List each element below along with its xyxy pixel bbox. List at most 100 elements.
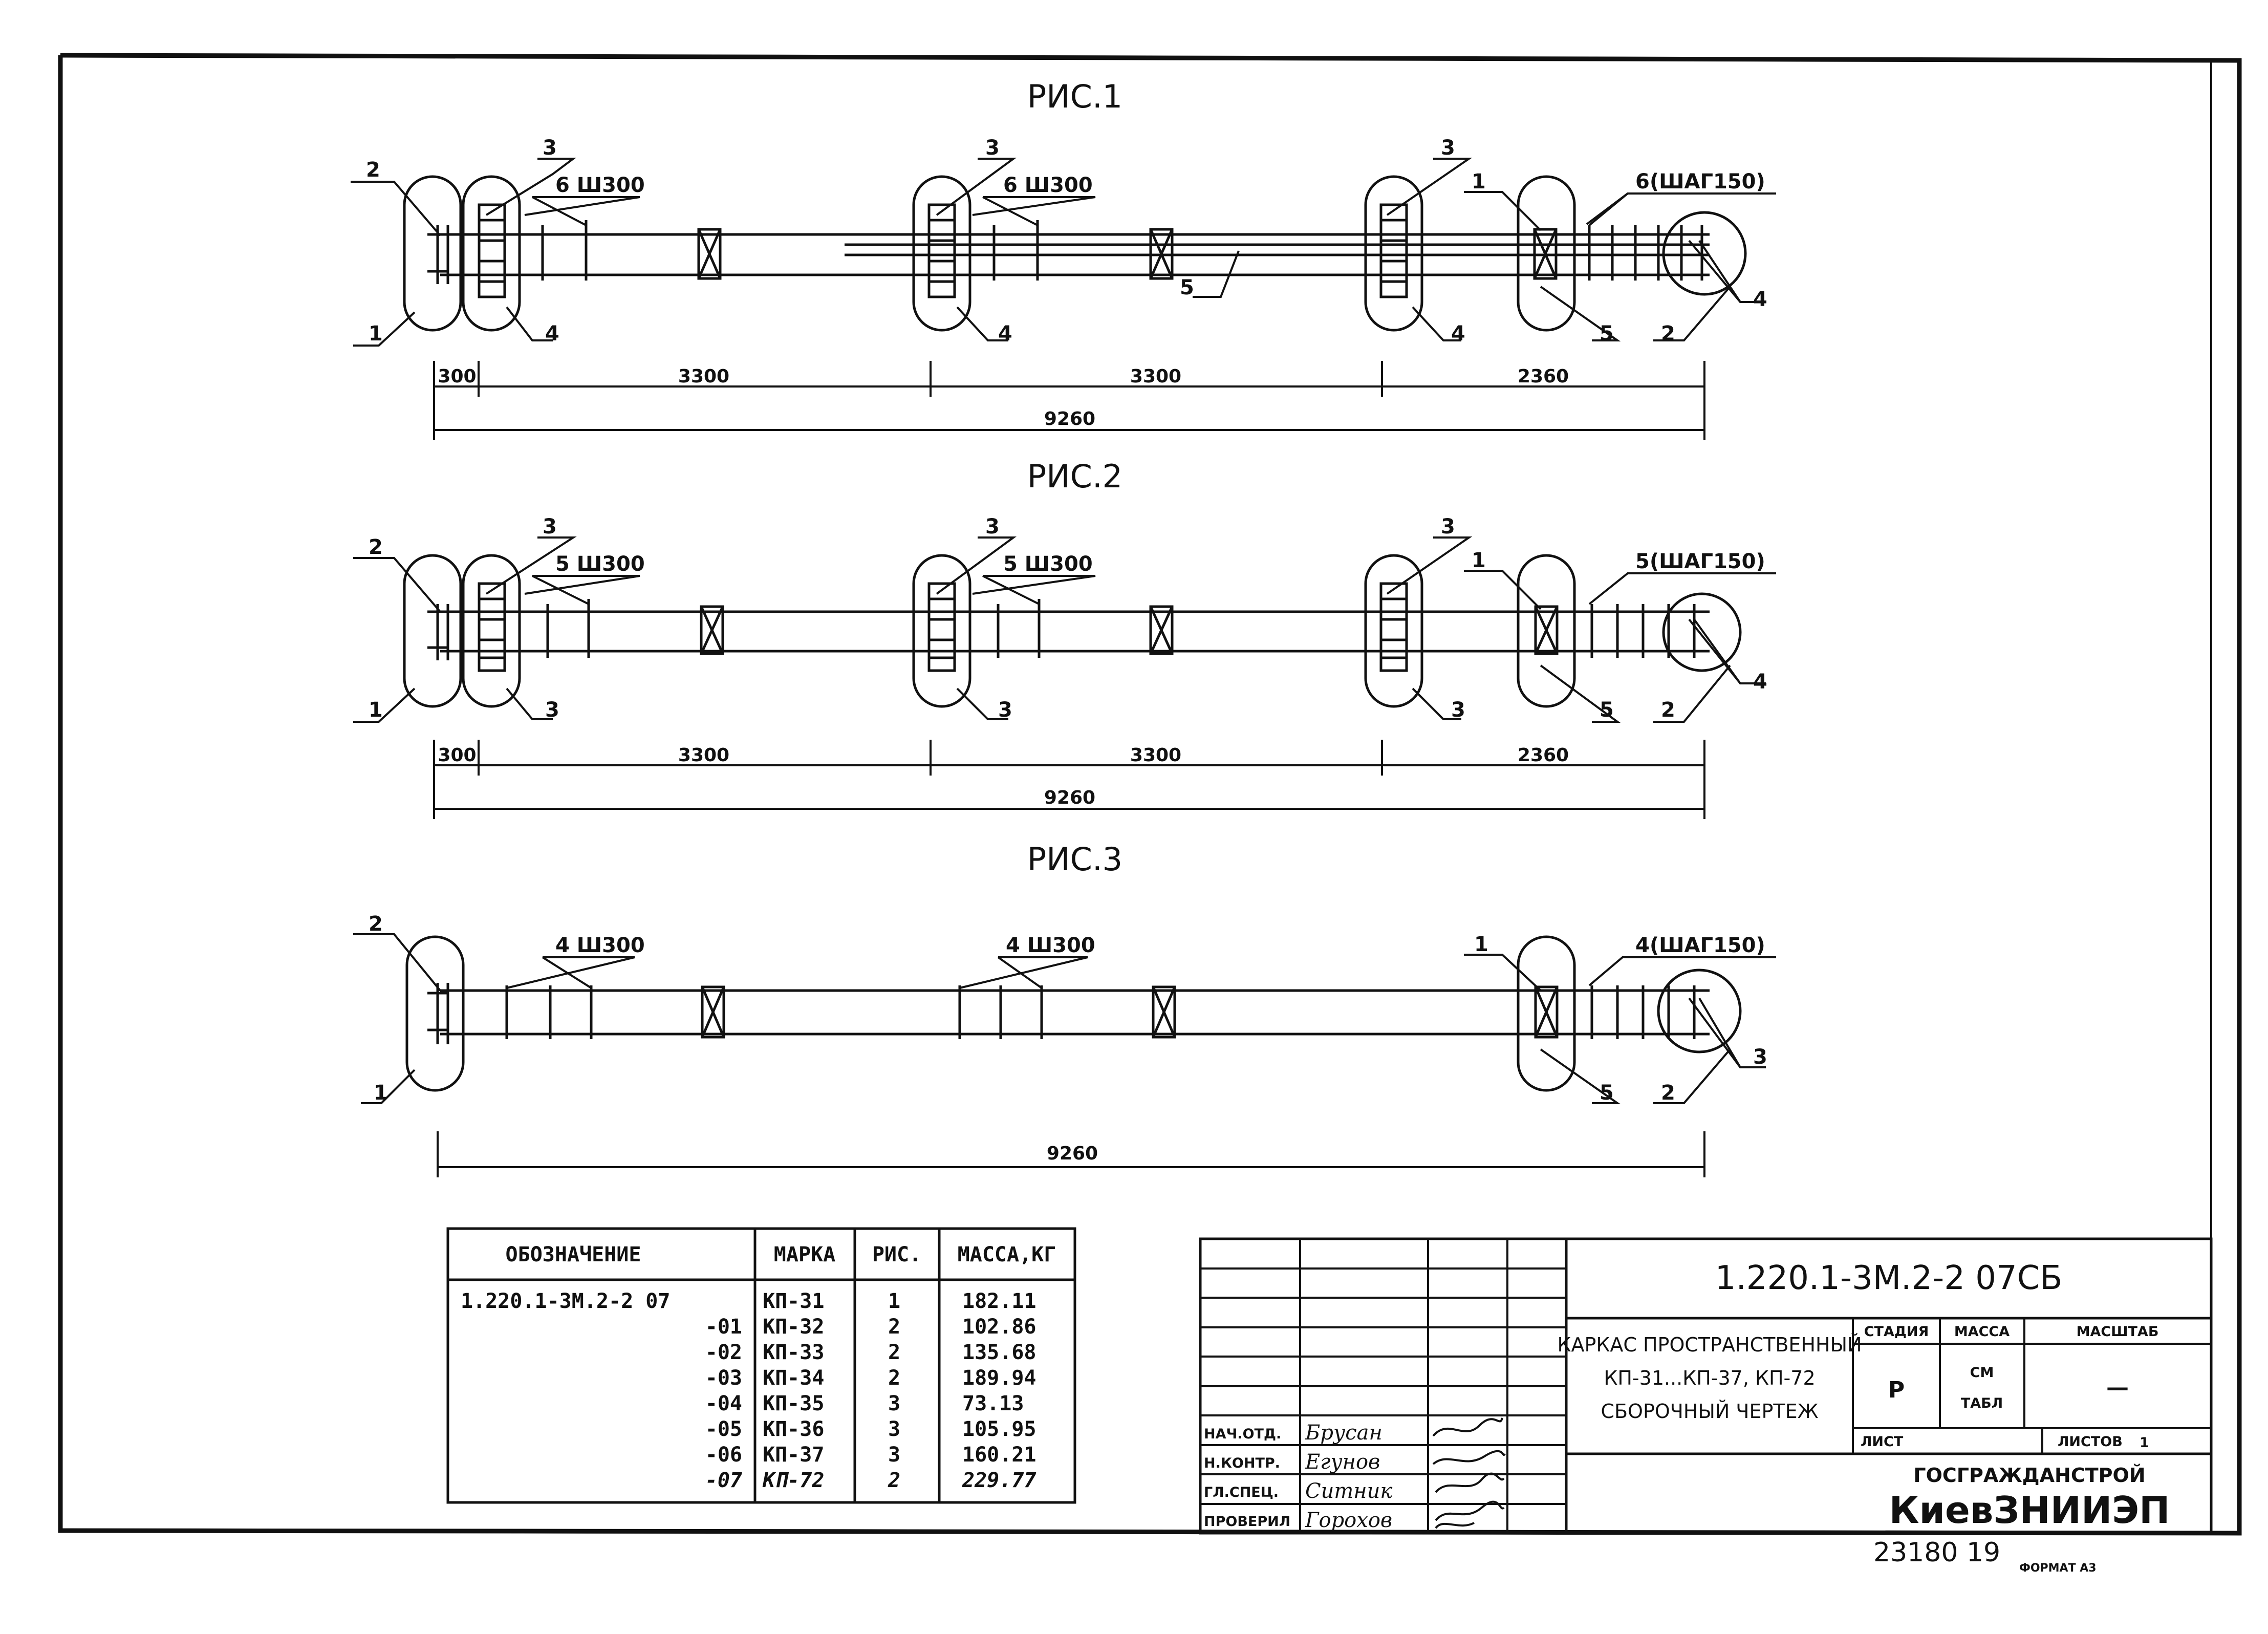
- spec-row-6-mark: КП-36: [763, 1417, 824, 1441]
- drawing-code: 1.220.1-3М.2-2 07СБ: [1715, 1259, 2063, 1297]
- fig2-callout-4-right: 4: [1753, 670, 1767, 694]
- spec-header-designation: ОБОЗНАЧЕНИЕ: [506, 1243, 641, 1266]
- spec-row-6-figure: 3: [888, 1417, 900, 1441]
- figure-2: РИС.2: [353, 458, 1776, 819]
- fig3-callout-2b: 2: [1661, 1081, 1675, 1105]
- fig2-callout-5: 5: [1600, 698, 1614, 722]
- sheets-label: ЛИСТОВ: [2058, 1434, 2123, 1450]
- fig1-callout-3c: 3: [1441, 136, 1455, 160]
- drawing-name-line-3: СБОРОЧНЫЙ ЧЕРТЕЖ: [1601, 1400, 1818, 1423]
- drawing-name-line-2: КП-31...КП-37, КП-72: [1604, 1367, 1815, 1389]
- spec-row-3-figure: 2: [888, 1341, 900, 1364]
- signature-1: [1432, 1417, 1503, 1437]
- fig1-callout-4a: 4: [545, 322, 559, 346]
- fig1-callout-1-left: 1: [369, 322, 383, 346]
- fig1-dim-2: 3300: [678, 366, 729, 387]
- spec-row-5-mark: КП-35: [763, 1392, 824, 1415]
- fig2-callout-3a: 3: [543, 515, 557, 539]
- spec-row-2-designation: -01: [705, 1315, 742, 1339]
- spec-row-2-mark: КП-32: [763, 1315, 824, 1339]
- fig2-callout-3b: 3: [985, 515, 1000, 539]
- fig1-dim-1: 300: [438, 366, 476, 387]
- fig1-callout-1-right: 1: [1472, 170, 1486, 193]
- scale-value: —: [2106, 1374, 2129, 1401]
- sign-role-4: ПРОВЕРИЛ: [1204, 1514, 1290, 1530]
- fig3-callout-3: 3: [1753, 1045, 1767, 1069]
- fig3-bar-right: 4(ШАГ150): [1635, 934, 1765, 957]
- spec-row-8-mass: 229.77: [962, 1469, 1036, 1492]
- scale-label: МАСШТАБ: [2077, 1324, 2159, 1340]
- fig1-callout-4c: 4: [1451, 322, 1465, 346]
- spec-row-2-mass: 102.86: [962, 1315, 1036, 1339]
- fig2-callout-3f: 3: [1451, 698, 1465, 722]
- fig2-dim-2: 3300: [678, 745, 729, 766]
- spec-row-1-mark: КП-31: [763, 1289, 824, 1313]
- title-block: НАЧ.ОТД. Брусан Н.КОНТР. Егунов ГЛ.СПЕЦ.…: [1199, 1237, 2213, 1535]
- fig3-bar-mid: 4 Ш300: [1006, 934, 1095, 957]
- figure-1: РИС.1: [351, 78, 1776, 440]
- fig1-callout-3b: 3: [985, 136, 1000, 160]
- fig3-callout-5: 5: [1600, 1081, 1614, 1105]
- spec-header-mass: МАССА,КГ: [958, 1243, 1056, 1266]
- spec-row-7-designation: -06: [705, 1443, 742, 1467]
- spec-row-3-mass: 135.68: [962, 1341, 1036, 1364]
- spec-row-7-mark: КП-37: [763, 1443, 824, 1467]
- spec-row-6-mass: 105.95: [962, 1417, 1036, 1441]
- fig3-callout-2: 2: [369, 912, 383, 936]
- spec-row-8-designation: -07: [705, 1469, 742, 1492]
- spec-row-3-mark: КП-33: [763, 1341, 824, 1364]
- spec-row-7-figure: 3: [888, 1443, 900, 1467]
- fig2-callout-1-right: 1: [1472, 549, 1486, 572]
- fig1-dim-3: 3300: [1130, 366, 1181, 387]
- fig2-callout-2b: 2: [1661, 698, 1675, 722]
- stage-value: Р: [1888, 1377, 1905, 1403]
- fig2-bar-mid: 5 Ш300: [1003, 552, 1093, 576]
- fig3-callout-1-left: 1: [374, 1081, 388, 1105]
- fig2-callout-3c: 3: [1441, 515, 1455, 539]
- figure-1-title: РИС.1: [1027, 78, 1122, 115]
- spec-row-8-figure: 2: [888, 1469, 900, 1492]
- sign-name-1: Брусан: [1305, 1421, 1383, 1445]
- fig1-callout-4b: 4: [998, 322, 1012, 346]
- spec-row-2-figure: 2: [888, 1315, 900, 1339]
- figure-3-title: РИС.3: [1027, 841, 1122, 878]
- figure-2-title: РИС.2: [1027, 458, 1122, 495]
- fig1-bar-right: 6(ШАГ150): [1635, 170, 1765, 193]
- fig2-dim-4: 2360: [1518, 745, 1569, 766]
- spec-row-6-designation: -05: [705, 1417, 742, 1441]
- spec-row-4-figure: 2: [888, 1366, 900, 1390]
- spec-row-1-figure: 1: [888, 1289, 900, 1313]
- spec-row-1-designation: 1.220.1-3М.2-2 07: [461, 1289, 670, 1313]
- sign-name-2: Егунов: [1305, 1450, 1380, 1474]
- spec-row-4-mark: КП-34: [763, 1366, 824, 1390]
- signature-5: [1435, 1522, 1475, 1529]
- fig1-bar-left: 6 Ш300: [555, 174, 645, 197]
- archive-number: 23180 19: [1873, 1537, 2000, 1568]
- sign-name-3: Ситник: [1305, 1479, 1392, 1503]
- sign-role-1: НАЧ.ОТД.: [1204, 1426, 1281, 1442]
- spec-row-3-designation: -02: [705, 1341, 742, 1364]
- mass-value-1: СМ: [1970, 1365, 1994, 1381]
- spec-row-1-mass: 182.11: [962, 1289, 1036, 1313]
- fig2-callout-3d: 3: [545, 698, 559, 722]
- spec-header-mark: МАРКА: [774, 1243, 835, 1266]
- mass-value-2: ТАБЛ: [1961, 1395, 2003, 1411]
- sheets-value: 1: [2140, 1435, 2149, 1451]
- fig1-dim-total: 9260: [1044, 408, 1095, 429]
- spec-row-8-mark: КП-72: [762, 1469, 824, 1492]
- fig1-callout-5: 5: [1600, 322, 1614, 346]
- fig1-callout-5-mid: 5: [1180, 276, 1194, 299]
- spec-table: ОБОЗНАЧЕНИЕ МАРКА РИС. МАССА,КГ 1.220.1-…: [446, 1227, 1076, 1504]
- signature-2: [1432, 1450, 1506, 1465]
- spec-row-7-mass: 160.21: [962, 1443, 1036, 1467]
- mass-label: МАССА: [1954, 1324, 2010, 1340]
- sheet-label: ЛИСТ: [1861, 1434, 1904, 1450]
- format-label: ФОРМАТ А3: [2019, 1562, 2097, 1575]
- signature-4: [1435, 1500, 1505, 1521]
- fig1-bar-mid: 6 Ш300: [1003, 174, 1093, 197]
- fig2-callout-1-left: 1: [369, 698, 383, 722]
- fig3-dim-total: 9260: [1047, 1143, 1098, 1164]
- stage-label: СТАДИЯ: [1864, 1324, 1929, 1340]
- drawing-name-line-1: КАРКАС ПРОСТРАНСТВЕННЫЙ: [1557, 1334, 1862, 1356]
- sign-role-2: Н.КОНТР.: [1204, 1455, 1280, 1471]
